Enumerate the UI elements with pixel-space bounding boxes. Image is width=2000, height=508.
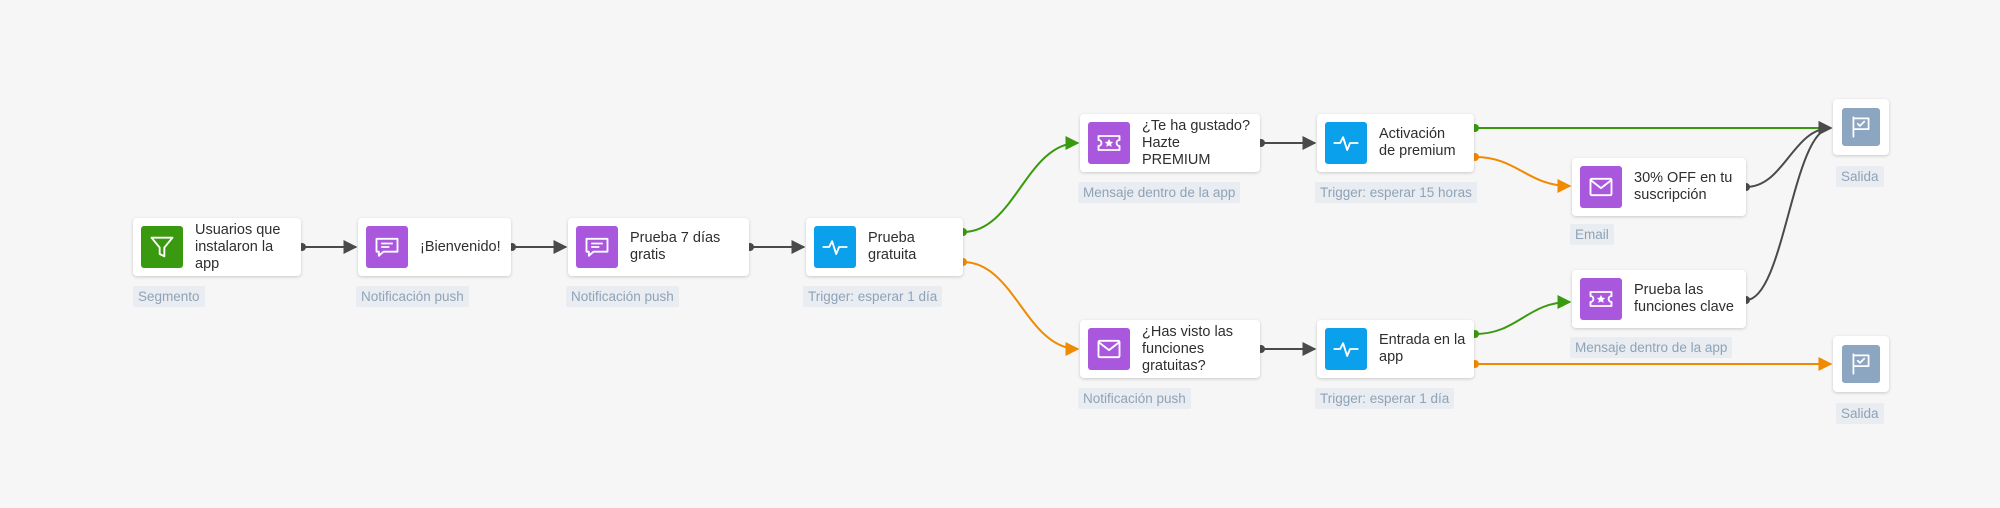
pulse-icon	[1325, 328, 1367, 370]
node-caption: Salida	[1836, 403, 1884, 424]
node-caption: Email	[1570, 224, 1614, 245]
flag-check-icon	[1842, 345, 1880, 383]
node-caption: Mensaje dentro de la app	[1078, 182, 1241, 203]
node-label: Prueba 7 días gratis	[630, 230, 721, 263]
node-premium-activation-trigger[interactable]: Activación de premium	[1317, 114, 1474, 172]
node-trial-trigger[interactable]: Prueba gratuita	[806, 218, 963, 276]
envelope-icon	[1580, 166, 1622, 208]
chat-icon	[366, 226, 408, 268]
chat-icon	[576, 226, 618, 268]
node-label: Usuarios que instalaron la app	[195, 221, 281, 272]
funnel-icon	[141, 226, 183, 268]
node-label: Activación de premium	[1379, 126, 1456, 159]
node-label: Entrada en la app	[1379, 332, 1466, 365]
node-label: ¿Te ha gustado? Hazte PREMIUM	[1142, 117, 1251, 168]
pulse-icon	[814, 226, 856, 268]
node-label: Prueba gratuita	[868, 230, 917, 263]
node-key-features-inapp[interactable]: Prueba las funciones clave	[1572, 270, 1746, 328]
node-caption: Mensaje dentro de la app	[1570, 337, 1733, 358]
node-caption: Notificación push	[1078, 388, 1191, 409]
node-caption: Salida	[1836, 166, 1884, 187]
envelope-icon	[1088, 328, 1130, 370]
node-label: ¡Bienvenido!	[420, 238, 501, 255]
node-caption: Trigger: esperar 1 día	[1315, 388, 1455, 409]
node-discount-email[interactable]: 30% OFF en tu suscripción	[1572, 158, 1746, 216]
node-welcome-push[interactable]: ¡Bienvenido!	[358, 218, 511, 276]
node-caption: Trigger: esperar 15 horas	[1315, 182, 1477, 203]
edge-entry-to-keyfeat	[1474, 295, 1572, 335]
node-trial-7-days-push[interactable]: Prueba 7 días gratis	[568, 218, 749, 276]
edge-activation-to-discount	[1474, 156, 1572, 193]
node-label: 30% OFF en tu suscripción	[1634, 170, 1733, 203]
node-seen-features-push[interactable]: ¿Has visto las funciones gratuitas?	[1080, 320, 1260, 378]
node-caption: Segmento	[133, 286, 205, 307]
edge-keyfeat-to-exit1	[1745, 121, 1833, 301]
node-caption: Trigger: esperar 1 día	[803, 286, 943, 307]
node-caption: Notificación push	[566, 286, 679, 307]
node-label: ¿Has visto las funciones gratuitas?	[1142, 323, 1234, 374]
node-exit-top[interactable]	[1833, 99, 1889, 155]
node-liked-premium-inapp[interactable]: ¿Te ha gustado? Hazte PREMIUM	[1080, 114, 1260, 172]
edge-trial-to-seen	[962, 261, 1080, 356]
node-segment[interactable]: Usuarios que instalaron la app	[133, 218, 301, 276]
edge-trial-to-liked	[962, 136, 1080, 233]
node-app-entry-trigger[interactable]: Entrada en la app	[1317, 320, 1474, 378]
ticket-star-icon	[1580, 278, 1622, 320]
node-exit-bottom[interactable]	[1833, 336, 1889, 392]
node-caption: Notificación push	[356, 286, 469, 307]
pulse-icon	[1325, 122, 1367, 164]
flag-check-icon	[1842, 108, 1880, 146]
node-label: Prueba las funciones clave	[1634, 282, 1734, 315]
edge-discount-to-exit1	[1745, 121, 1833, 188]
ticket-star-icon	[1088, 122, 1130, 164]
